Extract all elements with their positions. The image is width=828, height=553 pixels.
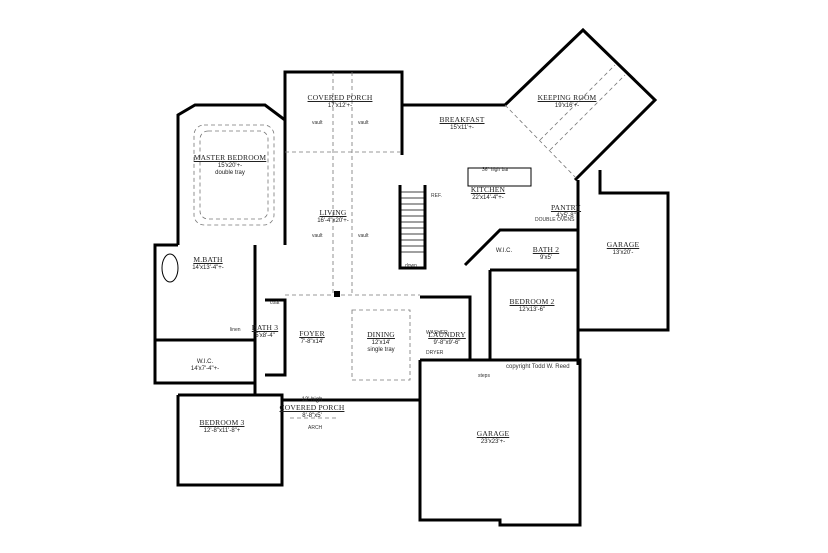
- annotation-label: WASHER: [426, 330, 448, 336]
- annotation-label: REF.: [431, 193, 442, 199]
- room-name: GARAGE: [476, 429, 510, 438]
- annotation-label: vault: [358, 120, 369, 126]
- wall-bedroom-3: [176, 393, 284, 487]
- room-dim: 8'-8"x5': [302, 412, 322, 419]
- room-name: COVERED PORCH: [279, 402, 345, 412]
- room-dim: 23'x23'+-: [480, 438, 506, 445]
- wall-garage-main: [418, 358, 582, 527]
- room-name: GARAGE: [606, 240, 640, 249]
- room-name: BREAKFAST: [439, 115, 485, 124]
- room-dim: 9'-8"x9'-6": [433, 339, 461, 346]
- kitchen-island: [467, 167, 532, 187]
- room-dim: 7'-8"x14': [300, 338, 324, 345]
- copyright-text: copyright Todd W. Reed: [506, 364, 570, 370]
- room-dim: W.I.C.: [495, 248, 513, 254]
- room-name: KITCHEN: [470, 185, 506, 194]
- annotation-label: coat: [270, 300, 280, 306]
- room-dim: 9'x5': [540, 254, 552, 261]
- annotation-label: 36" high bar: [482, 167, 509, 173]
- room-note: single tray: [367, 346, 395, 353]
- room-dim: 12'-8"x11'-8"+: [203, 427, 241, 434]
- room-name: LAUNDRY: [428, 330, 466, 339]
- annotation-label: ARCH: [308, 425, 323, 431]
- room-name: DINING: [367, 330, 395, 339]
- room-name: FOYER: [299, 329, 325, 338]
- annotation-label: linen: [230, 327, 241, 333]
- room-name: BATH 3: [251, 323, 279, 332]
- room-dim: W.I.C.: [196, 359, 214, 365]
- room-dim: 17'x12'+-: [327, 102, 353, 109]
- room-dim: 5'x8'-4": [255, 332, 275, 339]
- room-note: 14'x7'-4"+-: [190, 365, 220, 372]
- annotation-label: vault: [312, 233, 323, 239]
- annotation-label: down: [405, 263, 417, 269]
- room-name: COVERED PORCH: [307, 93, 373, 102]
- wall-master-bath: [153, 243, 255, 385]
- wall-garage-side: [578, 170, 670, 332]
- room-note: double tray: [215, 169, 245, 176]
- annotation-label: steps: [478, 373, 490, 379]
- annotation-label: vault: [312, 120, 323, 126]
- room-name: BEDROOM 3: [199, 418, 245, 427]
- room-dim: 13'x20'-: [612, 249, 634, 256]
- room-dim: 4'x5'-8": [556, 212, 576, 219]
- room-dim: 12'x14': [371, 339, 391, 346]
- annotation-label: vault: [358, 233, 369, 239]
- room-label-wic-master: W.I.C.14'x7'-4"+-: [191, 359, 219, 373]
- room-name: KEEPING ROOM: [537, 93, 597, 102]
- room-dim: 15'x11'+-: [450, 124, 474, 131]
- room-dim: 14'x13'-4"+-: [192, 264, 224, 271]
- room-dim: 19'x16'+-: [554, 102, 580, 109]
- wall-porch-rear: [283, 70, 404, 155]
- room-name: LIVING: [319, 208, 347, 217]
- room-name: BATH 2: [532, 245, 560, 254]
- room-name: M.BATH: [193, 255, 223, 264]
- room-name: BEDROOM 2: [509, 297, 555, 306]
- room-dim: 22'x14'-4"+-: [472, 194, 504, 201]
- annotation-label: DRYER: [426, 350, 444, 356]
- room-note: 12' high: [301, 397, 323, 403]
- room-dim: 12'x13'-6": [518, 306, 546, 313]
- room-dim: 15'x20'+-: [217, 162, 243, 169]
- room-name: PANTRY: [550, 203, 582, 212]
- room-name: MASTER BEDROOM: [193, 153, 267, 162]
- room-label-wic-bed2: W.I.C.: [496, 248, 512, 255]
- room-dim: 16'-4"x20'+-: [317, 217, 349, 224]
- wall-breakfast-keeping: [402, 27, 658, 182]
- annotation-label: DOUBLE OVENS: [535, 217, 575, 223]
